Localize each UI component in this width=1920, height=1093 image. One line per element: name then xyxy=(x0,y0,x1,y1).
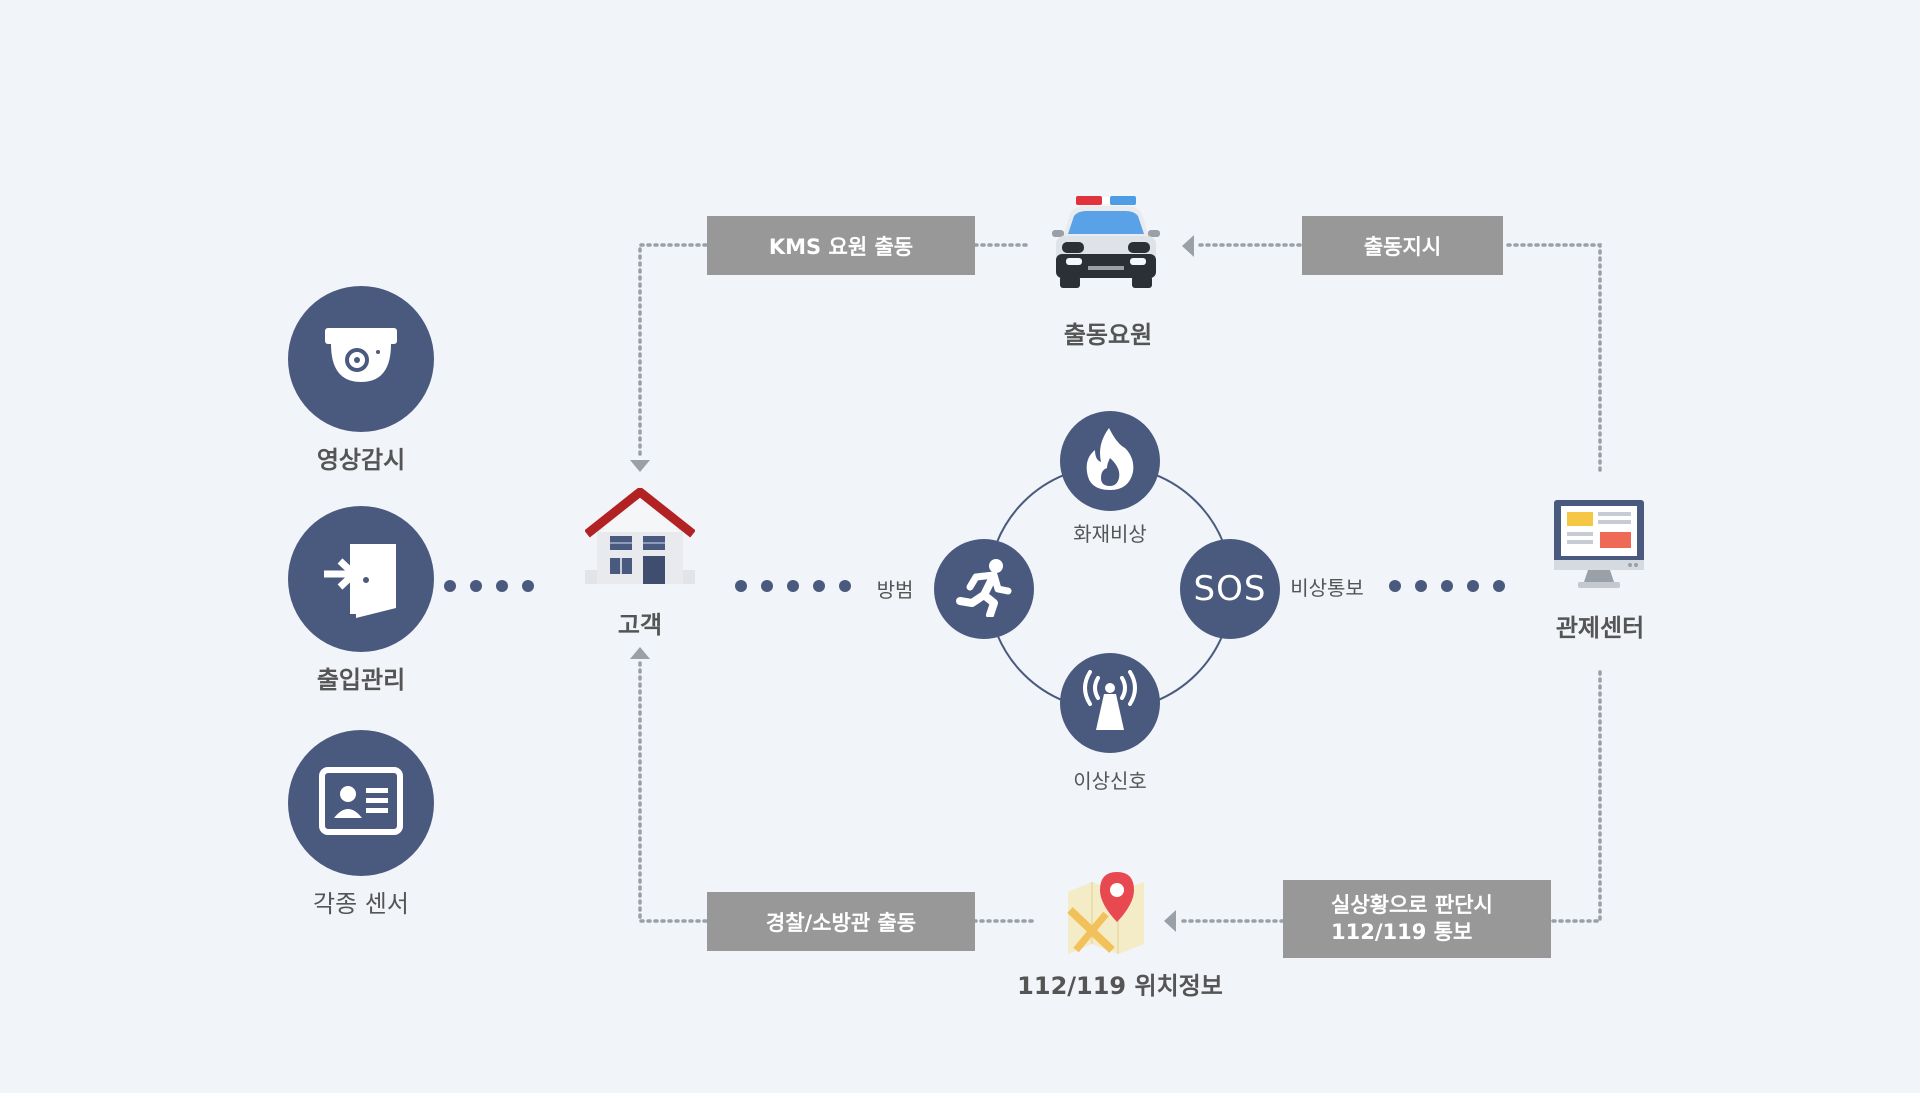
control-center-label: 관제센터 xyxy=(1555,614,1645,642)
customer-label: 고객 xyxy=(617,611,663,639)
arrow-left-car xyxy=(1182,235,1194,257)
connector-dot xyxy=(1493,580,1505,592)
access-label: 출입관리 xyxy=(316,666,406,694)
sos-icon: SOS xyxy=(1193,569,1267,609)
signal-tower-icon xyxy=(1078,670,1142,736)
dispatch-order-box: 출동지시 xyxy=(1302,216,1503,275)
connector-dot xyxy=(1415,580,1427,592)
abnormal-label: 이상신호 xyxy=(1073,769,1147,793)
connector-dot xyxy=(522,580,534,592)
judgment-line-2: 112/119 통보 xyxy=(1331,920,1473,944)
sensor-label: 각종 센서 xyxy=(313,890,409,918)
fire-event-circle xyxy=(1060,411,1160,511)
house-icon xyxy=(584,487,696,600)
sensor-service-circle xyxy=(288,730,434,876)
running-person-icon xyxy=(954,557,1014,621)
monitor-icon xyxy=(1552,498,1646,594)
emergency-label: 비상통보 xyxy=(1290,576,1364,600)
fire-icon xyxy=(1081,426,1139,496)
connector-dot xyxy=(444,580,456,592)
abnormal-event-circle xyxy=(1060,653,1160,753)
arrow-left-map xyxy=(1164,910,1176,932)
cctv-camera-icon xyxy=(321,322,401,396)
connector-dot xyxy=(1441,580,1453,592)
door-entry-icon xyxy=(320,536,402,622)
connector-dot xyxy=(813,580,825,592)
connector-dot xyxy=(1467,580,1479,592)
judgment-report-box: 실상황으로 판단시 112/119 통보 xyxy=(1283,880,1551,958)
crime-label: 방범 xyxy=(876,578,914,602)
emergency-event-circle: SOS xyxy=(1180,539,1280,639)
location-label: 112/119 위치정보 xyxy=(1017,972,1223,1000)
crime-event-circle xyxy=(934,539,1034,639)
police-car-icon xyxy=(1050,192,1162,300)
kms-dispatch-box: KMS 요원 출동 xyxy=(707,216,975,275)
arrow-down-customer xyxy=(630,460,650,472)
cctv-label: 영상감시 xyxy=(316,446,406,474)
line-police-to-customer xyxy=(638,660,708,923)
police-fire-dispatch-box: 경찰/소방관 출동 xyxy=(707,892,975,951)
connector-dot xyxy=(470,580,482,592)
connector-dot xyxy=(761,580,773,592)
line-center-to-order xyxy=(1501,243,1602,472)
connector-dot xyxy=(1389,580,1401,592)
judgment-line-1: 실상황으로 판단시 xyxy=(1331,893,1493,917)
access-service-circle xyxy=(288,506,434,652)
line-center-to-judge xyxy=(1550,670,1602,923)
map-pin-icon xyxy=(1062,870,1150,958)
line-kms-to-customer xyxy=(638,243,708,457)
arrow-up-customer xyxy=(630,647,650,659)
connector-dot xyxy=(787,580,799,592)
fire-label: 화재비상 xyxy=(1073,522,1147,546)
connector-dot xyxy=(839,580,851,592)
connector-dot xyxy=(496,580,508,592)
connector-dot xyxy=(735,580,747,592)
cctv-service-circle xyxy=(288,286,434,432)
id-card-icon xyxy=(318,766,404,840)
dispatch-agent-label: 출동요원 xyxy=(1063,321,1153,349)
